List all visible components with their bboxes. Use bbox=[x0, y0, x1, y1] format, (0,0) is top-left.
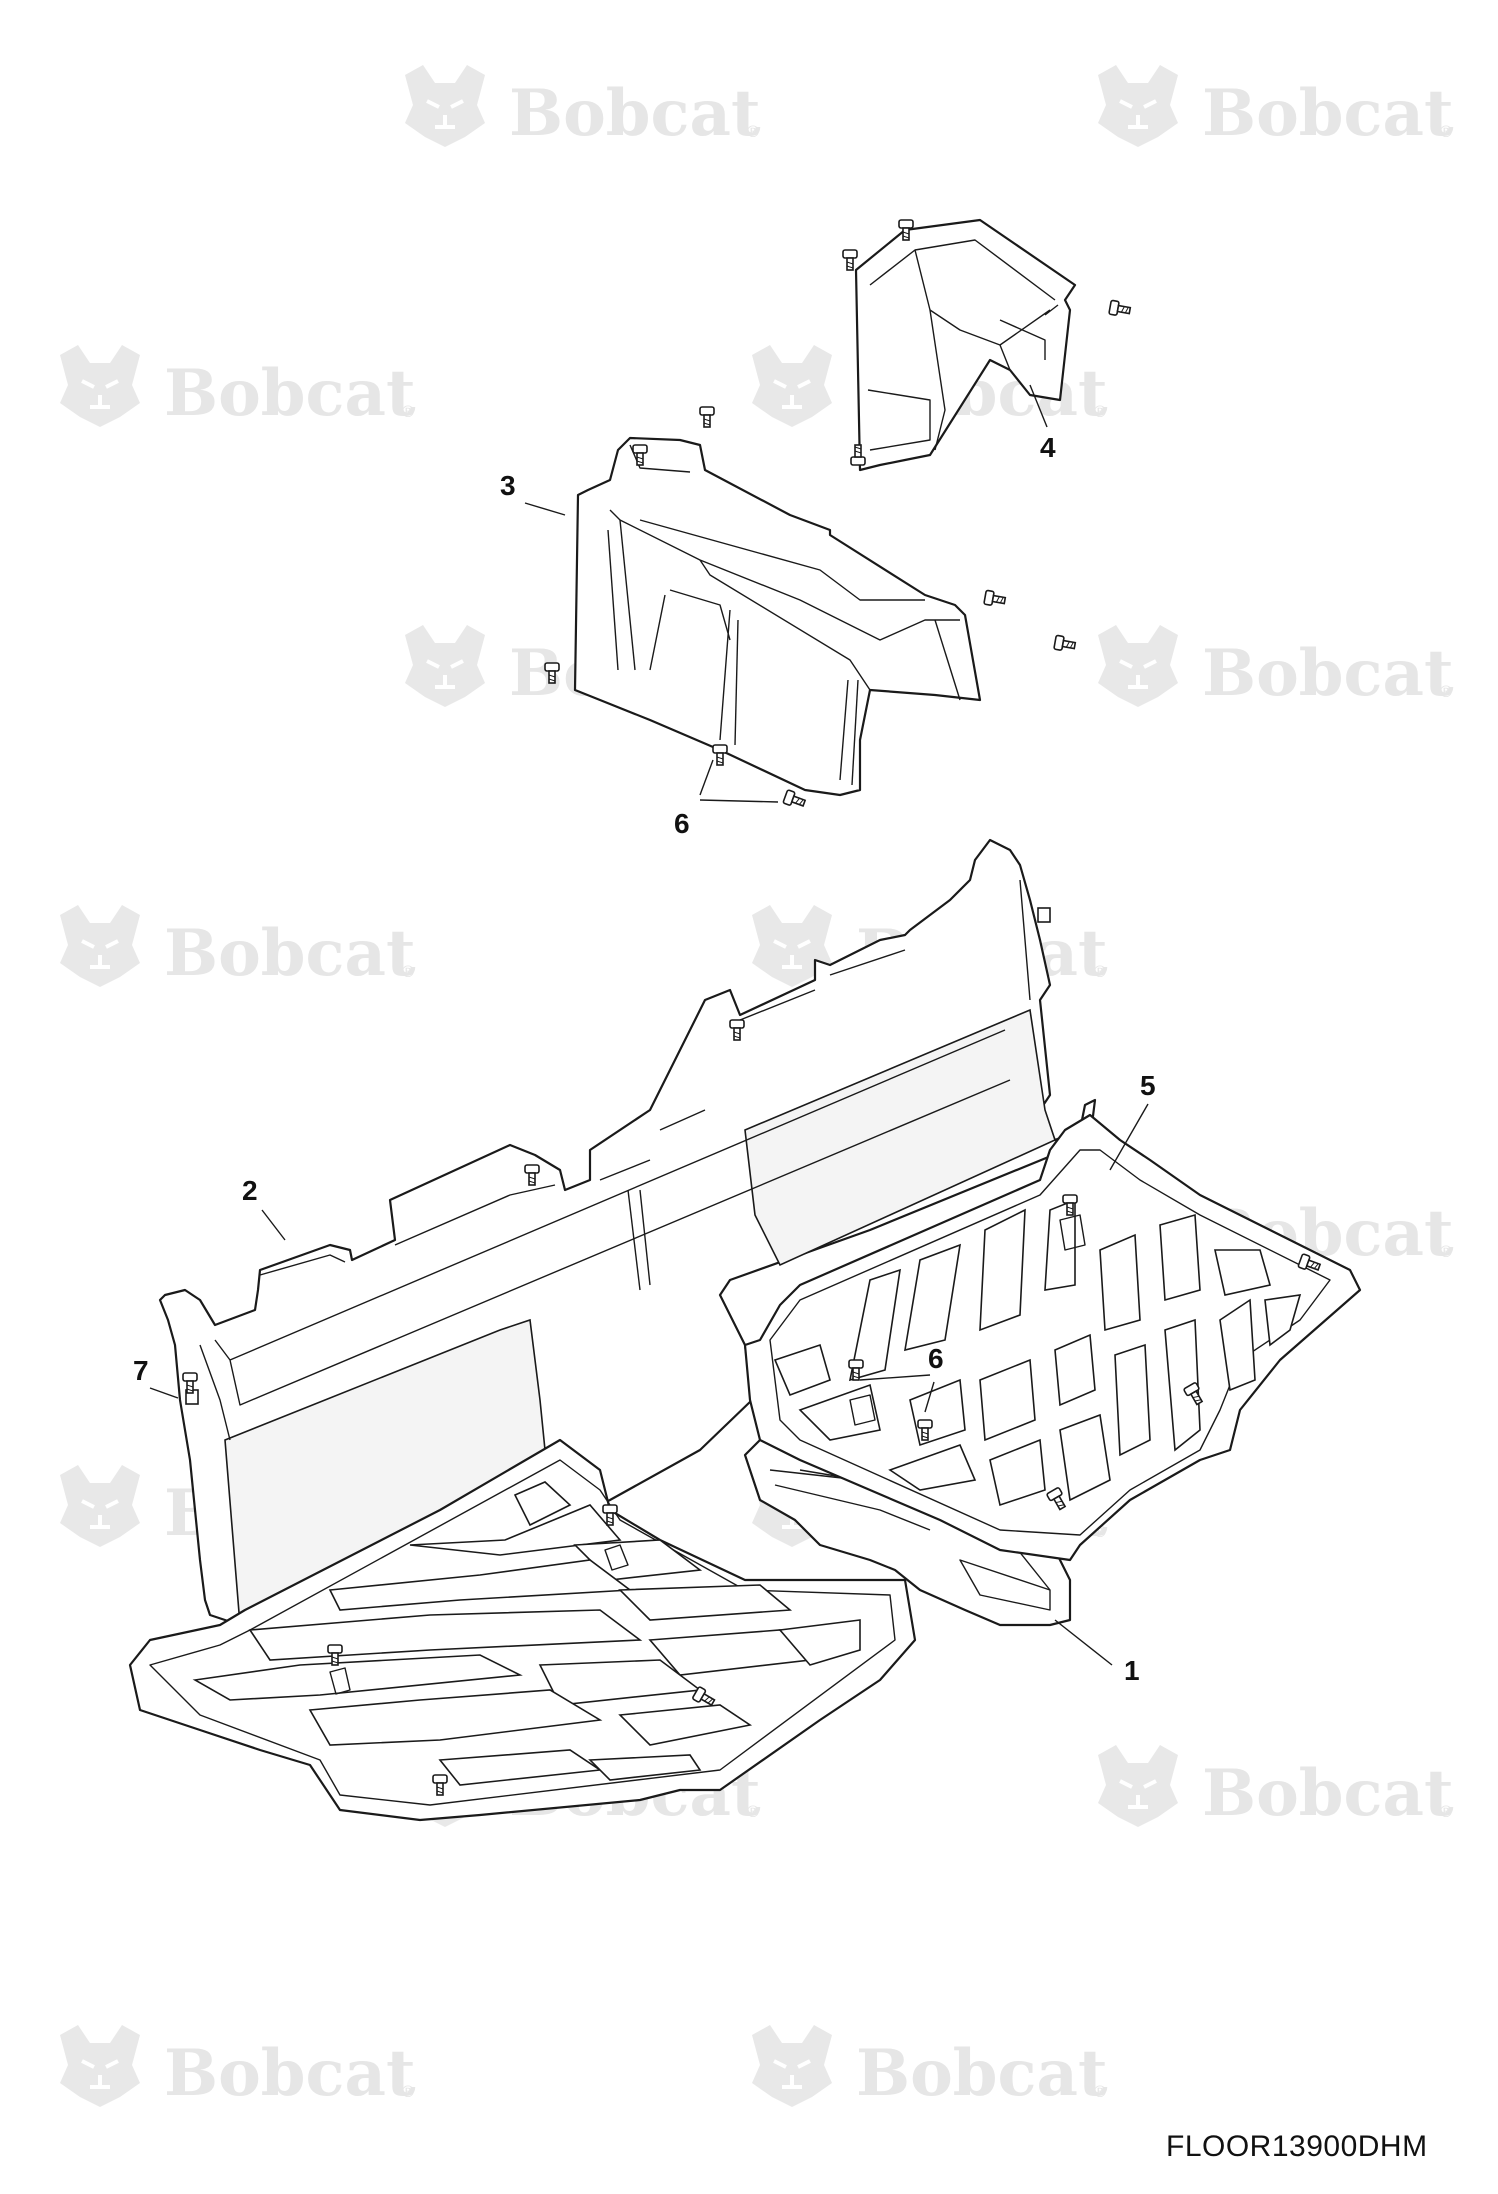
right-floor-ribs bbox=[773, 1198, 1302, 1507]
watermark-text: Bobcat bbox=[509, 76, 761, 151]
bobcat-logo-icon bbox=[750, 343, 834, 429]
watermark-3: Bobcat® bbox=[58, 343, 416, 431]
watermark-r: ® bbox=[400, 962, 416, 981]
watermark-text: Bobcat bbox=[164, 916, 416, 991]
part-4-cover bbox=[842, 218, 1132, 472]
watermark-r: ® bbox=[1438, 682, 1454, 701]
watermark-6: Bobcat® bbox=[1096, 623, 1454, 711]
clip-icon bbox=[1037, 907, 1051, 923]
part-3-panel bbox=[544, 406, 1077, 811]
leader-6a-2 bbox=[699, 799, 779, 803]
bobcat-logo-icon bbox=[58, 343, 142, 429]
leader-5 bbox=[1109, 1103, 1149, 1171]
bobcat-logo-icon bbox=[58, 1463, 142, 1549]
bobcat-logo-icon bbox=[403, 63, 487, 149]
drawing-code: FLOOR13900DHM bbox=[1166, 2130, 1428, 2163]
bobcat-logo-icon bbox=[750, 2023, 834, 2109]
leader-4 bbox=[1029, 384, 1048, 428]
watermark-2: Bobcat® bbox=[1096, 63, 1454, 151]
screw-icon bbox=[983, 589, 1007, 609]
screw-icon bbox=[782, 788, 808, 811]
screw-icon bbox=[842, 249, 858, 271]
leader-7 bbox=[149, 1387, 179, 1399]
watermark-r: ® bbox=[400, 2082, 416, 2101]
callout-2: 2 bbox=[242, 1175, 258, 1206]
leader-6b-1 bbox=[859, 1374, 931, 1381]
bobcat-logo-icon bbox=[58, 903, 142, 989]
watermark-16: Bobcat® bbox=[750, 2023, 1108, 2111]
callout-5: 5 bbox=[1140, 1070, 1156, 1101]
watermark-r: ® bbox=[1438, 1242, 1454, 1261]
leader-6b-2 bbox=[924, 1381, 935, 1413]
leader-2 bbox=[261, 1209, 286, 1241]
watermark-7: Bobcat® bbox=[58, 903, 416, 991]
callout-6-lower: 6 bbox=[928, 1343, 944, 1374]
screw-icon bbox=[699, 406, 715, 428]
leader-6a-1 bbox=[699, 759, 714, 796]
leader-lines bbox=[149, 384, 1149, 1666]
watermark-1: Bobcat® bbox=[403, 63, 761, 151]
bobcat-logo-icon bbox=[58, 2023, 142, 2109]
screw-icon bbox=[1108, 299, 1132, 319]
screw-icon bbox=[1053, 634, 1077, 654]
watermark-15: Bobcat® bbox=[58, 2023, 416, 2111]
bobcat-logo-icon bbox=[1096, 63, 1180, 149]
bobcat-logo-icon bbox=[403, 623, 487, 709]
watermark-text: Bobcat bbox=[1202, 76, 1454, 151]
callout-labels: 1 2 3 4 5 6 6 7 bbox=[133, 432, 1156, 1686]
watermark-r: ® bbox=[745, 1802, 761, 1821]
screw-icon bbox=[712, 744, 728, 766]
bobcat-logo-icon bbox=[1096, 623, 1180, 709]
leader-1 bbox=[1054, 1619, 1113, 1666]
watermark-r: ® bbox=[1438, 122, 1454, 141]
watermark-text: Bobcat bbox=[1202, 636, 1454, 711]
callout-6-upper: 6 bbox=[674, 808, 690, 839]
watermark-text: Bobcat bbox=[1202, 1756, 1454, 1831]
part-1-floor-pan bbox=[128, 1113, 1362, 1822]
watermark-text: Bobcat bbox=[856, 2036, 1108, 2111]
watermark-r: ® bbox=[400, 402, 416, 421]
watermark-14: Bobcat® bbox=[1096, 1743, 1454, 1831]
watermark-text: Bobcat bbox=[164, 2036, 416, 2111]
watermark-r: ® bbox=[1092, 402, 1108, 421]
watermark-r: ® bbox=[1438, 1802, 1454, 1821]
callout-1: 1 bbox=[1124, 1655, 1140, 1686]
bobcat-logo-icon bbox=[1096, 1743, 1180, 1829]
watermark-r: ® bbox=[1092, 962, 1108, 981]
watermark-r: ® bbox=[745, 122, 761, 141]
watermark-text: Bobcat bbox=[164, 356, 416, 431]
callout-7: 7 bbox=[133, 1355, 149, 1386]
leader-3 bbox=[524, 502, 566, 516]
callout-3: 3 bbox=[500, 470, 516, 501]
left-floor-ribs bbox=[192, 1481, 861, 1786]
callout-4: 4 bbox=[1040, 432, 1056, 463]
watermark-r: ® bbox=[1092, 2082, 1108, 2101]
